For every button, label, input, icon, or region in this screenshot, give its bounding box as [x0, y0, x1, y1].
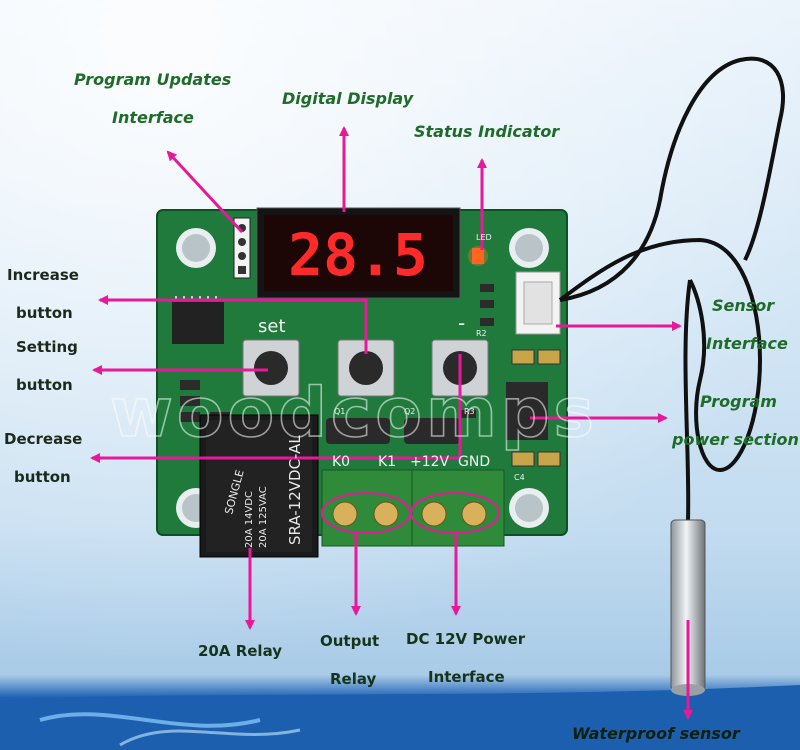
callout-arrows [90, 126, 693, 720]
arrow-program-updates [166, 150, 244, 234]
terminal-k0: K0 [332, 454, 350, 470]
label-output-relay-1: Output [320, 632, 380, 650]
relay-20a [199, 414, 319, 558]
label-setting-2: button [16, 376, 73, 394]
mounting-holes [176, 228, 549, 528]
status-led [472, 248, 484, 264]
terminal-gnd: GND [458, 454, 490, 470]
label-waterproof-sensor: Waterproof sensor [572, 724, 740, 743]
terminal-block-power [411, 469, 505, 547]
label-20a-relay: 20A Relay [198, 642, 283, 660]
terminal-k1: K1 [378, 454, 396, 470]
label-program-power-1: Program [700, 392, 777, 411]
label-status-indicator: Status Indicator [414, 122, 560, 141]
terminal-block-output [321, 469, 415, 547]
label-decrease-1: Decrease [4, 430, 83, 448]
transistor-q1 [326, 418, 390, 444]
sensor-connector [515, 271, 561, 335]
q1-label: Q1 [334, 407, 345, 416]
power-regulator [506, 382, 548, 440]
pcb-board [156, 207, 568, 558]
arrow-decrease [90, 354, 462, 463]
relay-model: SRA-12VDC-AL [286, 435, 304, 545]
c4-label: C4 [514, 473, 525, 482]
sensor-cable [558, 56, 786, 521]
arrow-increase [98, 295, 368, 354]
bottom-banner [0, 685, 800, 750]
label-program-updates-1: Program Updates [74, 70, 232, 89]
relay-rating-1: 20A 14VDC [244, 491, 255, 548]
label-sensor-1: Sensor [712, 296, 775, 315]
label-setting-1: Setting [16, 338, 78, 356]
led-label: LED [476, 233, 492, 242]
transistor-q2 [404, 418, 460, 444]
set-label: set [258, 316, 286, 337]
terminal-12v: +12V [410, 454, 450, 470]
label-program-updates-2: Interface [112, 108, 194, 127]
label-output-relay-2: Relay [330, 670, 377, 688]
label-dc-power-1: DC 12V Power [406, 630, 526, 648]
smd-components [511, 349, 561, 467]
display-digits: 28.5 [288, 221, 428, 289]
r3-label: R3 [464, 407, 475, 416]
label-increase-1: Increase [7, 266, 79, 284]
power-highlight [410, 492, 500, 534]
watermark: woodcomps [110, 374, 598, 453]
label-decrease-2: button [14, 468, 71, 486]
program-header [233, 217, 251, 279]
minus-label: - [458, 311, 465, 335]
label-increase-2: button [16, 304, 73, 322]
label-sensor-2: Interface [706, 334, 788, 353]
label-program-power-2: power section [672, 430, 799, 449]
ic-chip [172, 296, 224, 344]
label-dc-power-2: Interface [428, 668, 505, 686]
q2-label: Q2 [404, 407, 415, 416]
r2-label: R2 [476, 329, 487, 338]
digital-display [256, 207, 461, 299]
label-digital-display: Digital Display [282, 89, 414, 108]
relay-rating-2: 20A 125VAC [258, 486, 269, 548]
